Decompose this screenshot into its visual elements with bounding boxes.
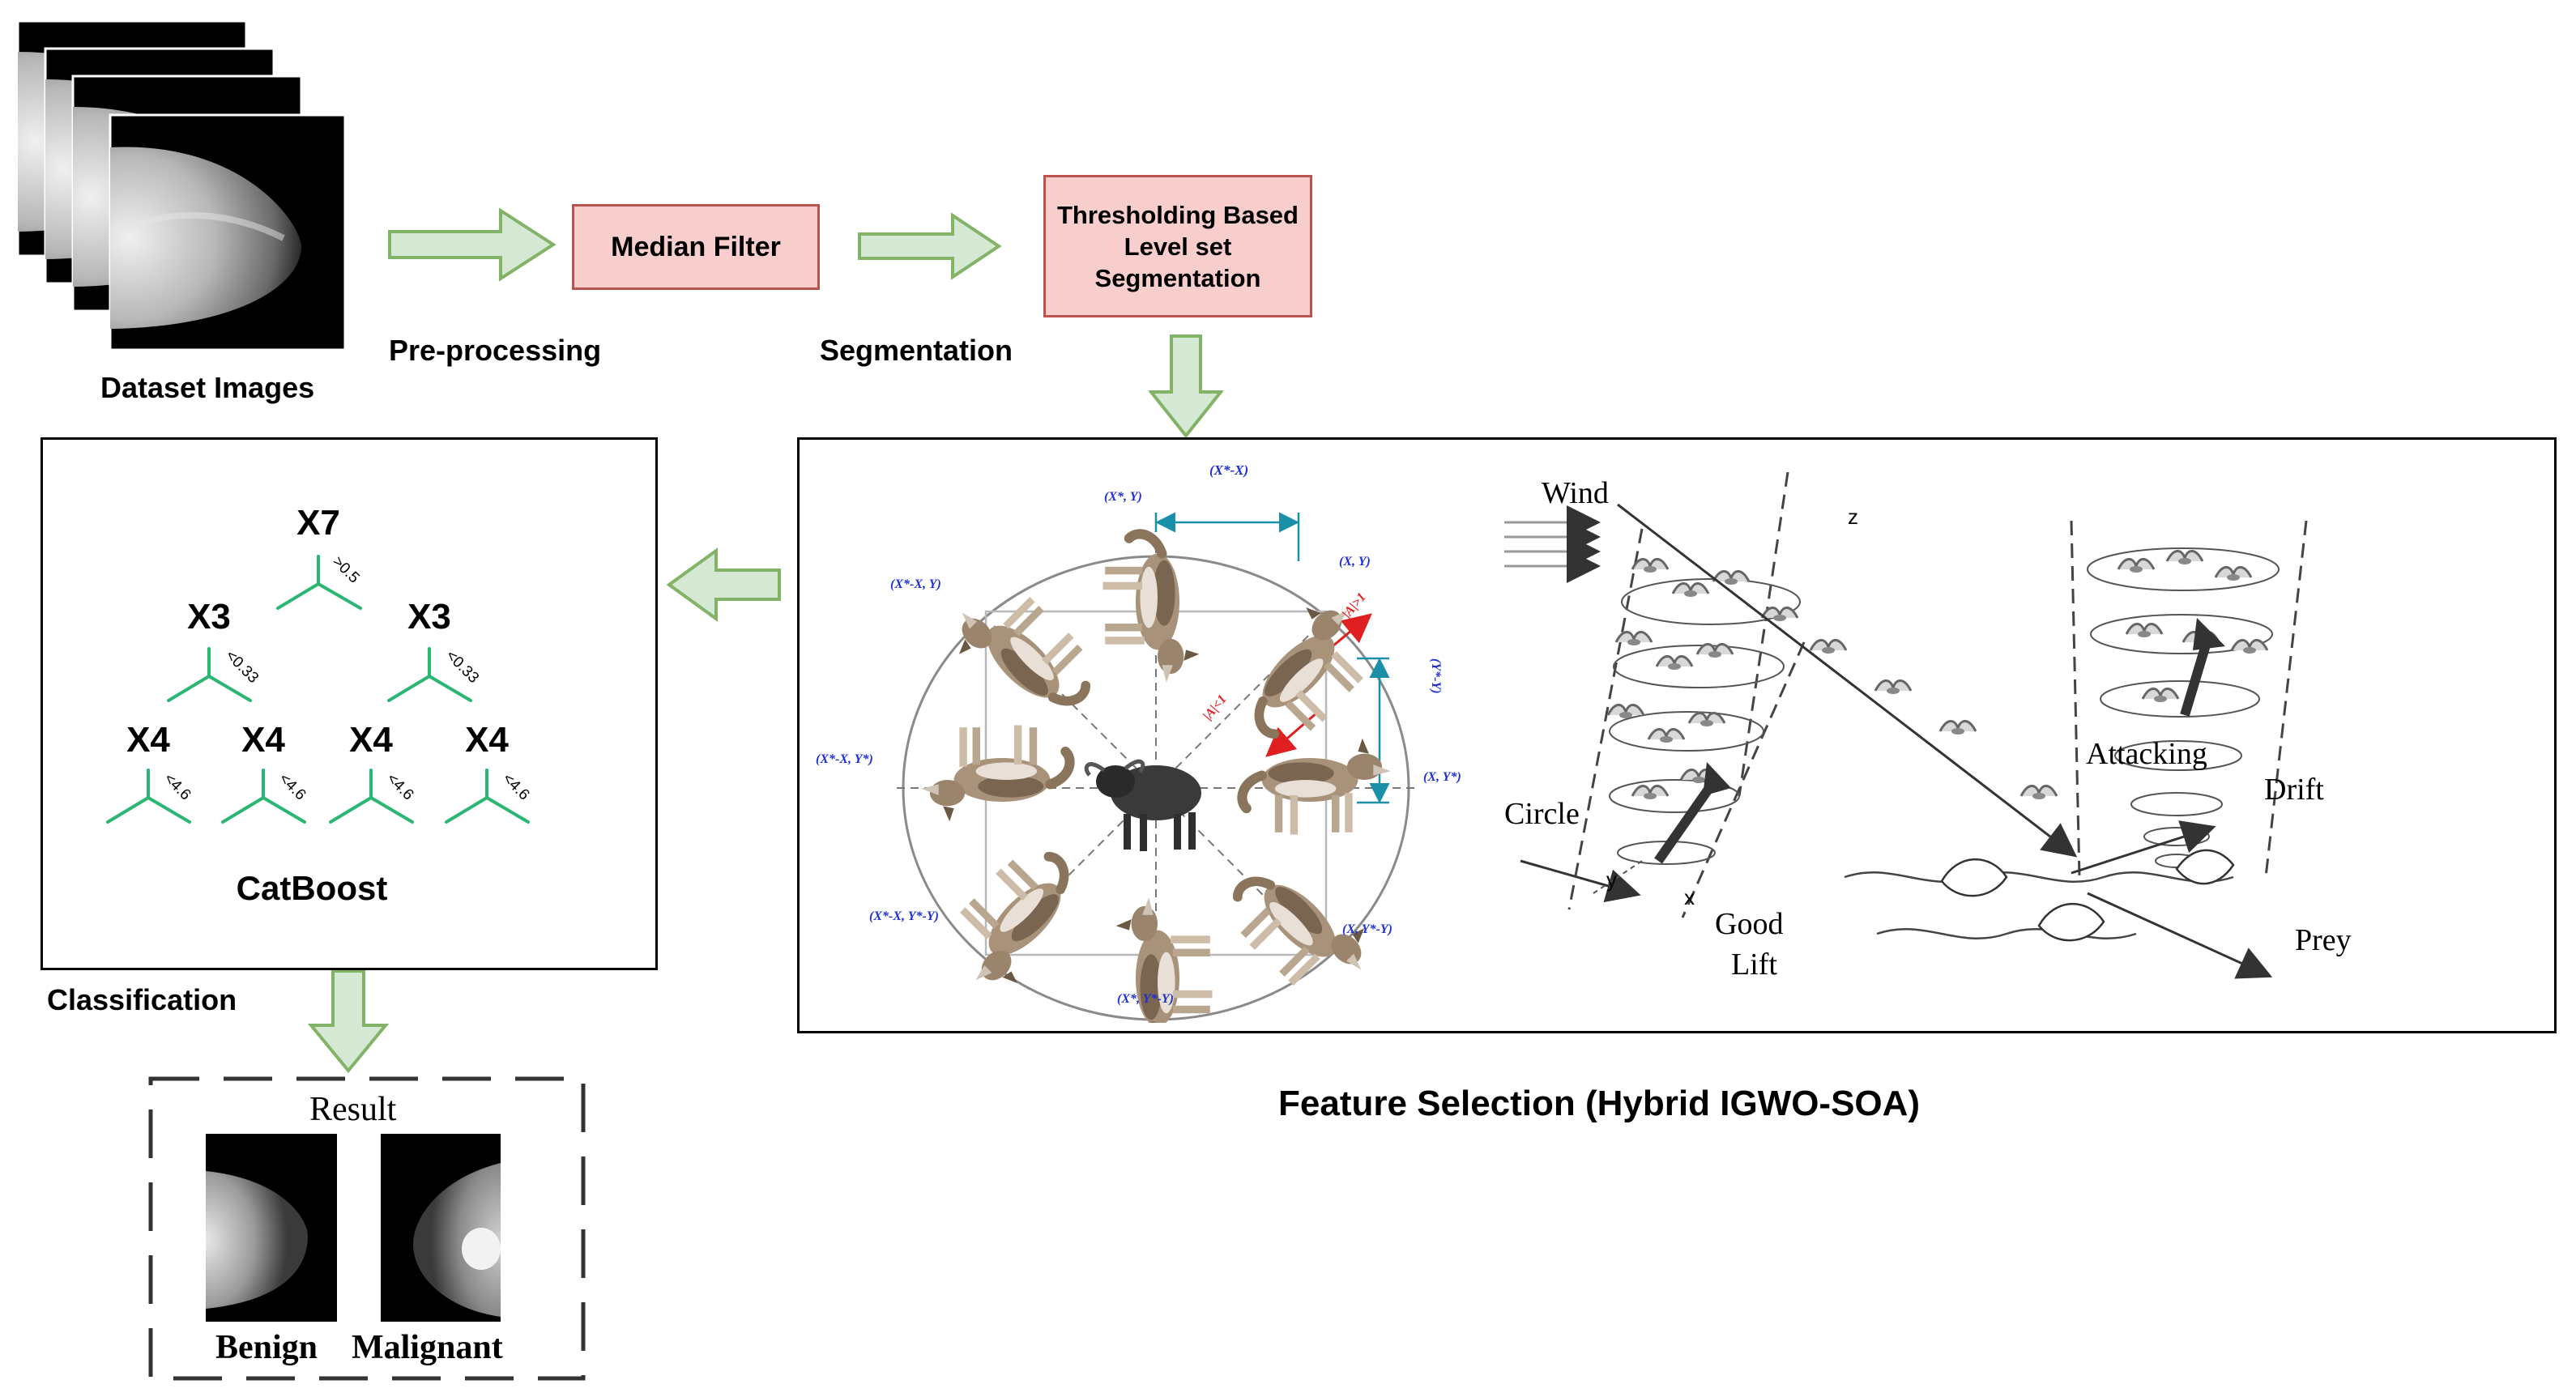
coord-label: (X*-X, Y) bbox=[890, 577, 941, 591]
soa-label: z bbox=[1848, 505, 1858, 529]
coord-label: (X, Y) bbox=[1339, 555, 1371, 569]
soa-label: Wind bbox=[1542, 476, 1609, 510]
tree-node-x7: X7 bbox=[296, 503, 340, 543]
dataset-images-label: Dataset Images bbox=[100, 371, 315, 404]
feature-selection-label: Feature Selection (Hybrid IGWO-SOA) bbox=[1278, 1084, 1921, 1123]
arrow-right-icon bbox=[388, 207, 557, 282]
soa-label: Attacking bbox=[2086, 737, 2207, 771]
segmentation-box: Thresholding Based Level set Segmentatio… bbox=[1043, 175, 1312, 317]
soa-label: Good bbox=[1715, 907, 1784, 941]
benign-image bbox=[206, 1134, 337, 1322]
soa-label: Drift bbox=[2264, 773, 2324, 807]
coord-label: (X*-X, Y*-Y) bbox=[869, 909, 939, 923]
catboost-tree-edges bbox=[106, 555, 530, 824]
coord-label: (X, Y*) bbox=[1423, 770, 1461, 784]
segmentation-label: Segmentation bbox=[820, 334, 1013, 367]
classification-label: Classification bbox=[47, 983, 237, 1016]
segmentation-line-2: Level set bbox=[1124, 232, 1232, 261]
coord-label: (X*, Y) bbox=[1104, 490, 1142, 504]
coord-label: (X, Y*-Y) bbox=[1342, 922, 1392, 936]
soa-label: Lift bbox=[1731, 948, 1777, 982]
malignant-image bbox=[381, 1134, 501, 1322]
arrow-down-icon bbox=[308, 969, 389, 1074]
tree-node-x4-2: X4 bbox=[241, 720, 285, 760]
feature-selection-panel: (X*-X) (X*, Y) (X, Y) (X*-X, Y) (Y*-Y) (… bbox=[797, 437, 2557, 1033]
prey-buffalo bbox=[1084, 759, 1201, 851]
coord-label: (X*-X) bbox=[1209, 462, 1249, 478]
coord-label: (X*-X, Y*) bbox=[816, 752, 873, 766]
gwo-hunting-diagram bbox=[897, 512, 1415, 1023]
soa-label: Circle bbox=[1504, 797, 1580, 831]
tree-node-x3-left: X3 bbox=[187, 597, 231, 637]
arrow-down-icon bbox=[1149, 334, 1223, 439]
tree-node-x4-3: X4 bbox=[349, 720, 393, 760]
result-class-malignant: Malignant bbox=[352, 1329, 503, 1366]
coord-label: (X*, Y*-Y) bbox=[1117, 992, 1174, 1006]
result-class-benign: Benign bbox=[215, 1329, 318, 1366]
catboost-panel: X7 X3 X3 X4 X4 X4 X4 >0.5 <0.33 <0.33 <4… bbox=[41, 437, 658, 970]
tree-node-x3-right: X3 bbox=[407, 597, 451, 637]
median-filter-box: Median Filter bbox=[572, 204, 820, 290]
median-filter-label: Median Filter bbox=[611, 231, 781, 262]
tree-node-x4-1: X4 bbox=[126, 720, 170, 760]
arrow-left-icon bbox=[666, 547, 781, 622]
mammogram-layer-4 bbox=[109, 113, 347, 351]
tree-node-x4-4: X4 bbox=[465, 720, 509, 760]
preprocessing-label: Pre-processing bbox=[389, 334, 602, 367]
soa-label: x bbox=[1684, 885, 1695, 909]
soa-label: y bbox=[1606, 867, 1617, 892]
segmentation-line-3: Segmentation bbox=[1094, 263, 1261, 292]
coord-label: (Y*-Y) bbox=[1429, 658, 1443, 694]
soa-behaviour-diagram bbox=[1504, 472, 2308, 979]
arrow-right-icon bbox=[858, 212, 1002, 280]
soa-label: Prey bbox=[2295, 923, 2352, 957]
result-title: Result bbox=[309, 1091, 397, 1128]
segmentation-line-1: Thresholding Based bbox=[1057, 200, 1299, 229]
catboost-title: CatBoost bbox=[236, 869, 388, 907]
